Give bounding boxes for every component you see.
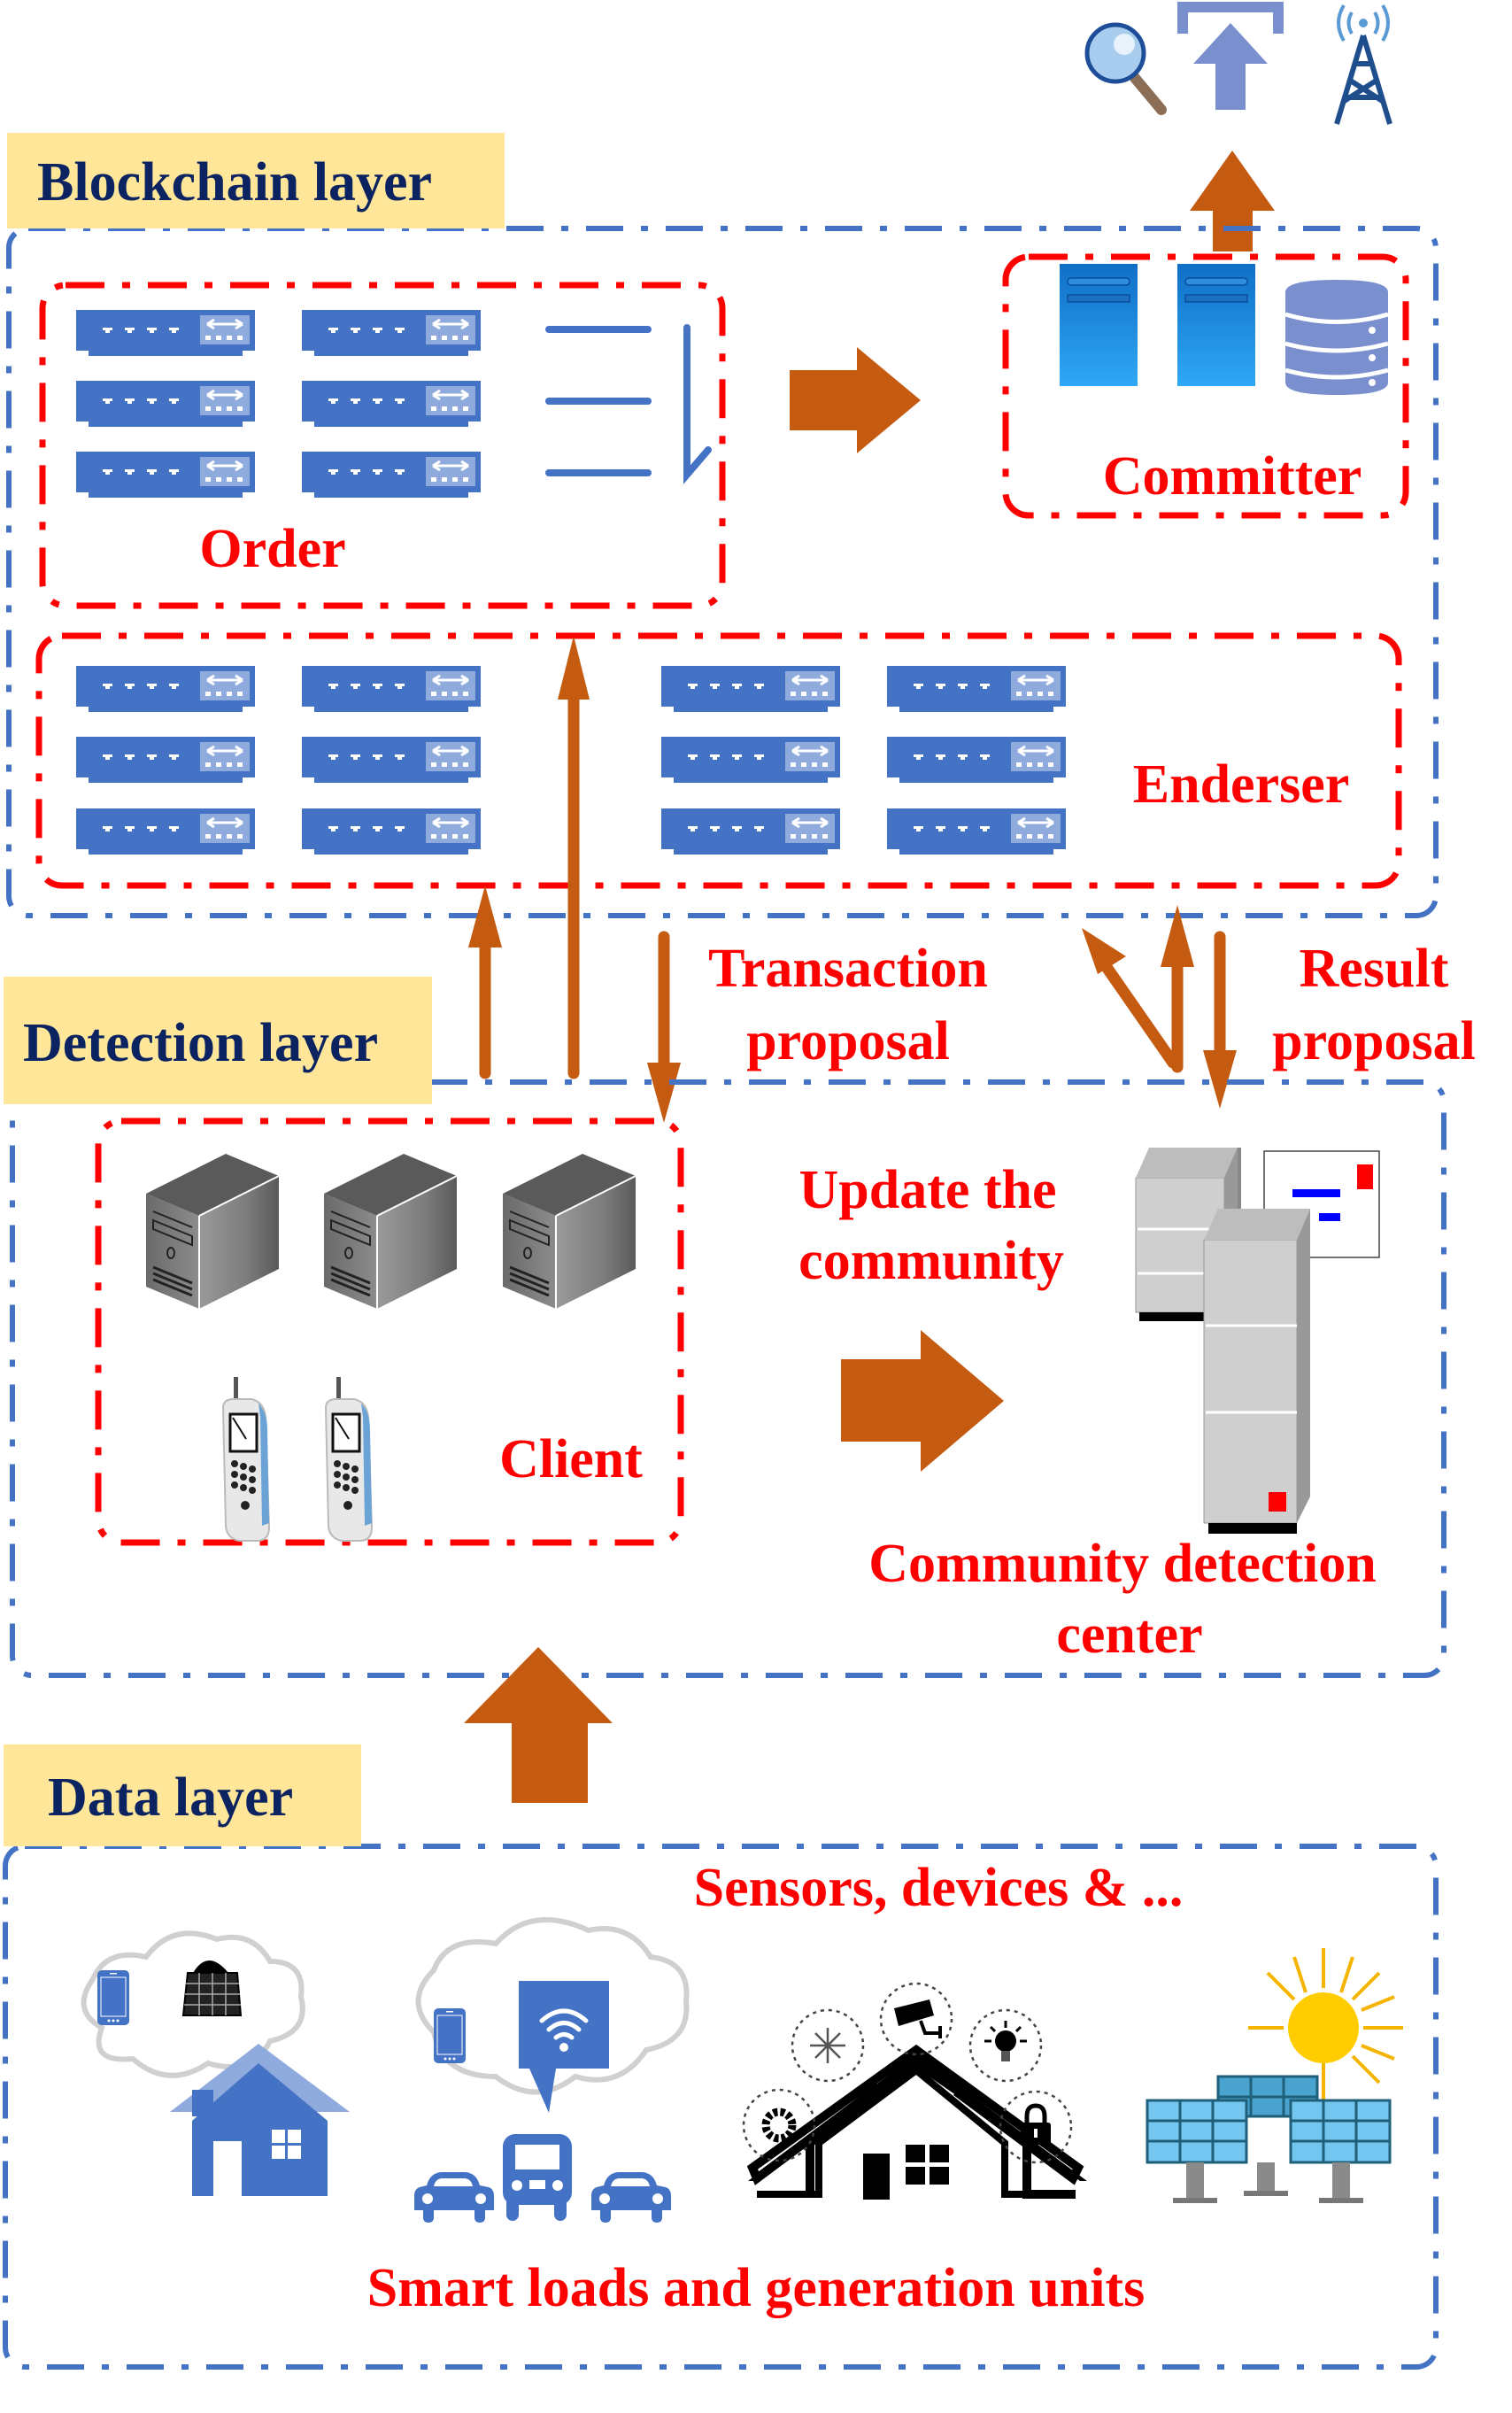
lock-icon — [999, 2090, 1073, 2164]
client-to-order-arrow — [558, 636, 590, 1079]
committer-label: Committer — [1103, 446, 1362, 507]
snowflake-icon — [791, 2008, 865, 2083]
community-detection-center-label-line1: Community detection — [868, 1534, 1376, 1594]
data-to-detection-arrow — [464, 1647, 613, 1803]
radio-tower-icon — [1334, 4, 1392, 125]
blockchain-layer-label: Blockchain layer — [37, 152, 432, 213]
gear-icon — [742, 2088, 816, 2162]
order-switches — [74, 308, 482, 499]
switch-icon — [74, 308, 257, 358]
switch-icon — [300, 450, 482, 499]
client-server-icon — [322, 1152, 459, 1311]
security-camera-icon — [879, 1982, 953, 2056]
database-icon — [1284, 280, 1389, 395]
smart-home-icon — [81, 1930, 350, 2196]
server-icon — [1060, 264, 1138, 386]
server-icon — [1177, 264, 1255, 386]
mobile-phone-icon — [221, 1375, 271, 1543]
switch-icon — [885, 807, 1068, 856]
endorser-label: Enderser — [1133, 754, 1350, 815]
transaction-proposal-label-line1: Transaction — [708, 939, 988, 999]
transaction-proposal-label-line2: proposal — [746, 1011, 950, 1071]
sun-icon — [1248, 1948, 1403, 2103]
connected-vehicles-icon — [414, 1917, 690, 2223]
order-label: Order — [199, 519, 345, 579]
community-detection-center-label-line2: center — [1056, 1605, 1202, 1665]
client-label: Client — [499, 1429, 643, 1489]
update-community-label-line2: community — [798, 1231, 1064, 1291]
order-to-committer-arrow — [790, 347, 921, 453]
output-arrow — [1190, 151, 1275, 251]
result-proposal-label-line1: Result — [1300, 939, 1449, 999]
smart-loads-label: Smart loads and generation units — [367, 2258, 1145, 2318]
data-layer-box — [3, 1844, 1439, 2370]
mobile-phone-icon — [324, 1375, 374, 1543]
detection-layer-label-bg — [4, 977, 432, 1104]
wifi-icon — [519, 1981, 609, 2113]
data-layer-label: Data layer — [48, 1767, 293, 1828]
switch-icon — [660, 735, 842, 785]
upload-icon — [1177, 2, 1284, 110]
result-up-arrow — [1161, 905, 1194, 1073]
light-bulb-icon — [968, 2008, 1043, 2083]
solar-farm-icon — [1146, 1948, 1403, 2203]
switch-icon — [885, 664, 1068, 714]
endorser-group — [35, 632, 1402, 889]
switch-icon — [660, 807, 842, 856]
switch-icon — [885, 735, 1068, 785]
detection-layer-label: Detection layer — [23, 1013, 378, 1073]
client-group — [95, 1118, 684, 1546]
order-group — [39, 282, 726, 609]
result-down-arrow — [1203, 931, 1237, 1109]
search-icon — [1084, 22, 1167, 115]
switch-icon — [74, 379, 257, 429]
switch-icon — [74, 450, 257, 499]
committer-group — [1002, 253, 1409, 519]
switch-icon — [300, 807, 482, 856]
ordering-list-icon — [545, 324, 712, 484]
update-community-arrow — [841, 1330, 1004, 1472]
data-layer-label-bg — [4, 1744, 361, 1846]
client-to-endorser-arrow — [468, 886, 502, 1079]
switch-icon — [300, 379, 482, 429]
switch-icon — [300, 735, 482, 785]
switch-icon — [300, 308, 482, 358]
update-community-label-line1: Update the — [798, 1160, 1056, 1220]
switch-icon — [74, 664, 257, 714]
blockchain-layer-box — [6, 226, 1439, 918]
switch-icon — [300, 664, 482, 714]
client-server-icon — [144, 1152, 281, 1311]
switch-icon — [74, 735, 257, 785]
transaction-proposal-arrow — [647, 931, 681, 1123]
community-detection-server-icon — [1135, 1148, 1380, 1534]
result-to-endorser-arrow — [1082, 928, 1179, 1069]
solar-panel-icon — [181, 1961, 243, 2016]
switch-icon — [660, 664, 842, 714]
smart-sensors-house-icon — [742, 1982, 1087, 2200]
sensors-devices-label: Sensors, devices & ... — [694, 1858, 1184, 1918]
result-proposal-label-line2: proposal — [1272, 1011, 1476, 1071]
blockchain-layer-label-bg — [7, 133, 505, 228]
client-server-icon — [501, 1152, 637, 1311]
detection-layer-box — [10, 1079, 1446, 1678]
switch-icon — [74, 807, 257, 856]
